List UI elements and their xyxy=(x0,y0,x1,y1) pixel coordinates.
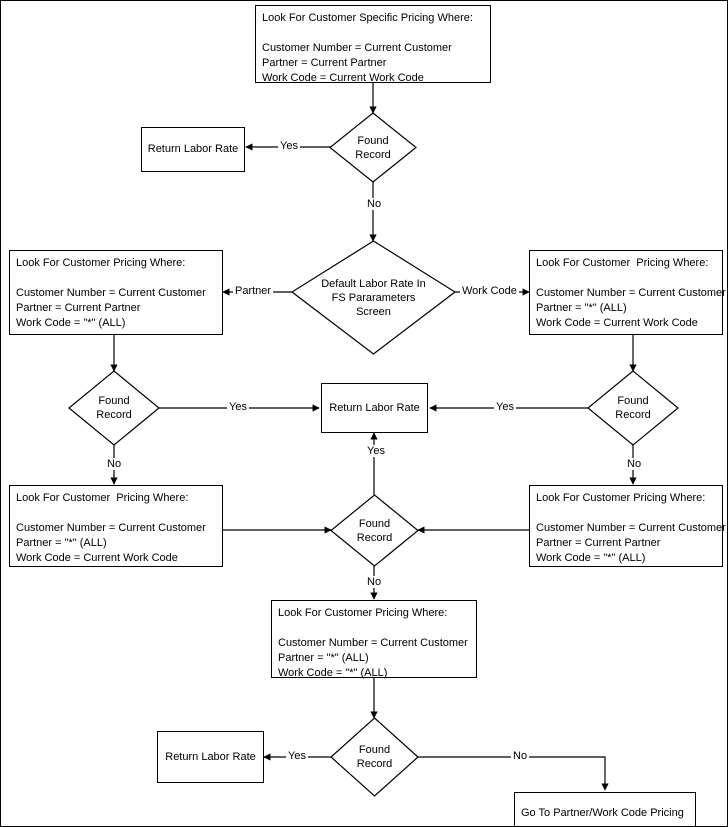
edge-label-no-1: No xyxy=(365,198,384,210)
edge-label-work-code: Work Code xyxy=(460,285,519,297)
process-return-labor-rate-top: Return Labor Rate xyxy=(141,127,245,172)
edge-label-no-2-left: No xyxy=(105,458,124,470)
edge-label-yes-4: Yes xyxy=(286,750,308,762)
decision-line-1: Default Labor Rate In xyxy=(321,277,426,290)
decision-label-4: Found Record xyxy=(331,718,418,796)
edge-label-yes-2-right: Yes xyxy=(494,401,516,413)
diamond-shape xyxy=(330,717,419,797)
edge-label-partner: Partner xyxy=(233,285,274,297)
decision-found-record-2-left: Found Record xyxy=(68,370,160,446)
process-customer-partner-pricing: Look For Customer Pricing Where: Custome… xyxy=(9,250,223,335)
edge-label-yes-1: Yes xyxy=(278,140,300,152)
edge-label-yes-3: Yes xyxy=(365,445,387,457)
decision-line-2: Record xyxy=(615,409,651,421)
decision-line-2: Record xyxy=(356,758,393,770)
diamond-shape xyxy=(587,370,679,446)
diamond-shape xyxy=(68,370,160,446)
process-return-labor-rate-mid: Return Labor Rate xyxy=(321,383,428,433)
edge-label-no-2-right: No xyxy=(625,458,644,470)
decision-line-1: Found xyxy=(617,395,649,407)
decision-line-2: FS Pararameters xyxy=(331,291,416,304)
edge-label-yes-2-left: Yes xyxy=(227,401,249,413)
decision-default-labor-rate: Default Labor Rate In FS Pararameters Sc… xyxy=(290,240,457,355)
decision-line-3: Screen xyxy=(356,305,391,318)
decision-found-record-2-right: Found Record xyxy=(587,370,679,446)
decision-found-record-3: Found Record xyxy=(330,494,419,567)
decision-label-3: Found Record xyxy=(331,495,418,566)
process-return-labor-rate-bottom: Return Labor Rate xyxy=(157,731,264,783)
decision-line-1: Found xyxy=(358,517,391,530)
diamond-shape xyxy=(330,494,419,567)
decision-line-1: Found xyxy=(357,134,389,147)
edge-label-no-3: No xyxy=(365,576,384,588)
decision-label-default: Default Labor Rate In FS Pararameters Sc… xyxy=(292,241,455,366)
process-goto-partner-workcode-pricing: Go To Partner/Work Code Pricing xyxy=(514,792,696,826)
decision-label-1: Found Record xyxy=(330,113,416,182)
edge-label-no-4: No xyxy=(511,750,530,762)
decision-found-record-4: Found Record xyxy=(330,717,419,797)
decision-label-2-right: Found Record xyxy=(588,371,678,445)
decision-line-1: Found xyxy=(98,395,130,407)
process-customer-workcode-pricing-right: Look For Customer Pricing Where: Custome… xyxy=(529,250,726,335)
decision-label-2-left: Found Record xyxy=(69,371,159,445)
decision-found-record-1: Found Record xyxy=(329,112,417,183)
process-customer-all-pricing: Look For Customer Pricing Where: Custome… xyxy=(271,600,477,679)
decision-line-1: Found xyxy=(358,744,391,756)
process-customer-workcode-pricing-left: Look For Customer Pricing Where: Custome… xyxy=(9,485,223,567)
decision-line-2: Record xyxy=(355,148,391,161)
process-customer-partner-pricing-right: Look For Customer Pricing Where: Custome… xyxy=(529,485,726,567)
process-customer-specific-pricing: Look For Customer Specific Pricing Where… xyxy=(255,5,491,84)
decision-line-2: Record xyxy=(96,409,132,421)
diamond-shape xyxy=(329,112,417,183)
decision-line-2: Record xyxy=(356,531,393,544)
diamond-shape xyxy=(290,240,457,355)
